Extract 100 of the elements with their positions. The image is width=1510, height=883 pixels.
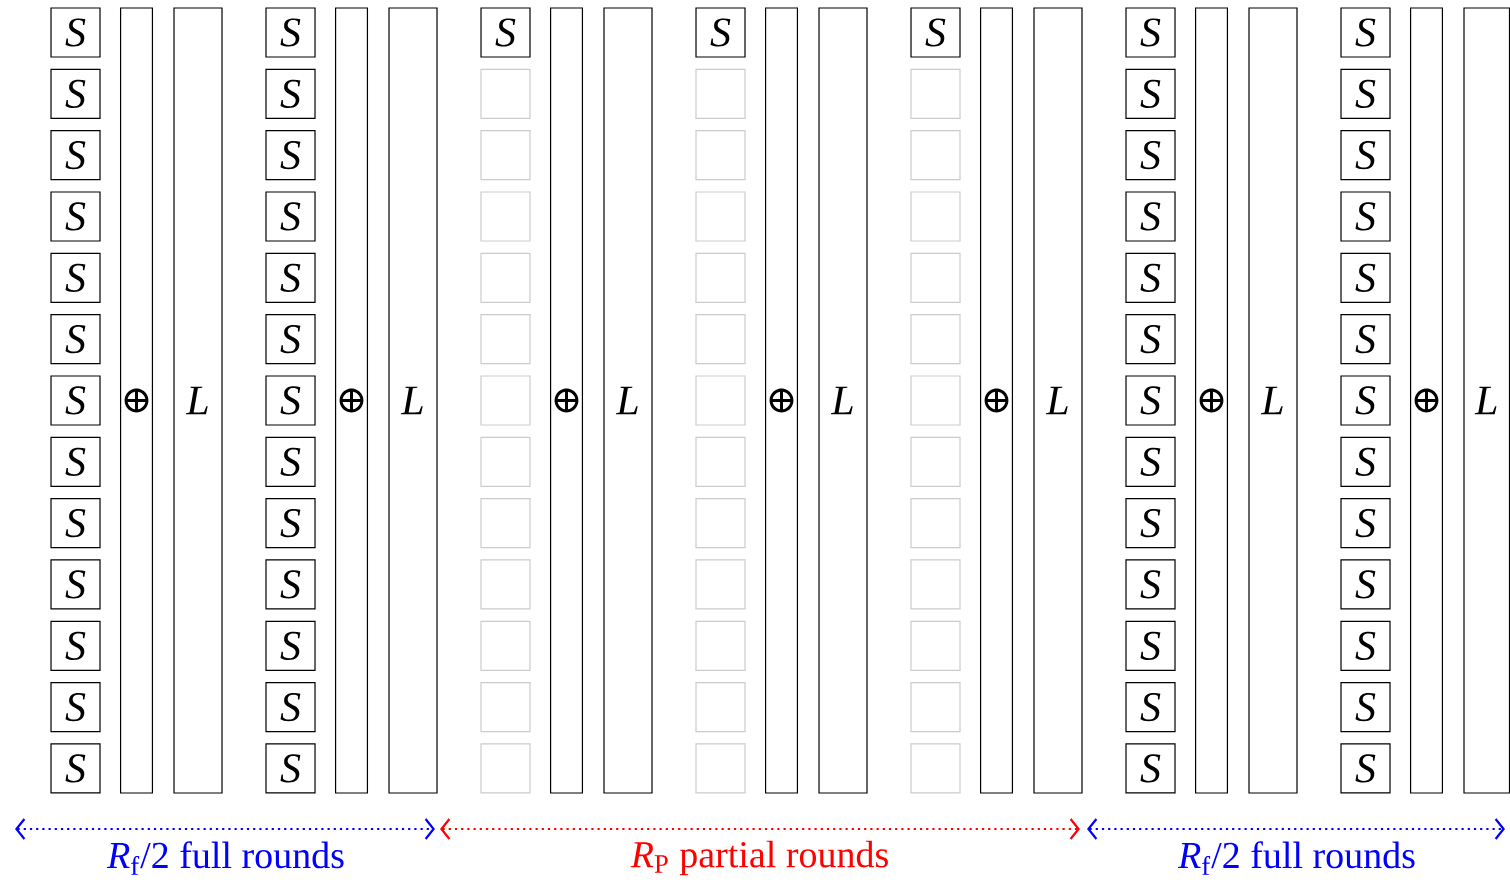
empty-sbox [480,68,531,119]
linear-layer-box: L [1463,7,1510,794]
empty-sbox [695,682,746,733]
sbox: S [695,7,746,58]
sbox: S [1125,498,1176,549]
sbox: S [1340,191,1391,242]
empty-sbox [480,130,531,181]
sbox: S [50,130,101,181]
empty-sbox [695,191,746,242]
empty-sbox [910,620,961,671]
sbox: S [910,7,961,58]
sbox: S [1125,130,1176,181]
empty-sbox [480,498,531,549]
empty-sbox [695,620,746,671]
empty-sbox [480,314,531,365]
xor-column: ⊕ [980,7,1014,794]
sbox: S [50,682,101,733]
xor-column: ⊕ [1410,7,1443,794]
sbox: S [265,436,316,487]
xor-column: ⊕ [550,7,584,794]
sbox: S [1125,375,1176,426]
sbox: S [265,620,316,671]
sbox: S [50,436,101,487]
empty-sbox [480,559,531,610]
sbox: S [265,682,316,733]
sbox: S [265,7,316,58]
sbox: S [1340,559,1391,610]
sbox: S [265,68,316,119]
empty-sbox [910,743,961,794]
sbox: S [50,375,101,426]
xor-column: ⊕ [120,7,154,794]
empty-sbox [910,252,961,303]
sbox: S [1125,314,1176,365]
empty-sbox [695,314,746,365]
sbox: S [265,375,316,426]
sbox: S [50,559,101,610]
sbox: S [1340,68,1391,119]
empty-sbox [480,436,531,487]
sbox: S [1340,130,1391,181]
empty-sbox [910,68,961,119]
sbox: S [50,620,101,671]
sbox: S [1340,743,1391,794]
sbox: S [1125,7,1176,58]
sbox: S [480,7,531,58]
empty-sbox [695,68,746,119]
sbox: S [1340,620,1391,671]
linear-layer-box: L [818,7,868,794]
sbox: S [1340,375,1391,426]
sbox: S [265,191,316,242]
empty-sbox [695,375,746,426]
empty-sbox [480,375,531,426]
sbox: S [1340,252,1391,303]
sbox: S [50,743,101,794]
range-label: R$_{f}$/2 full rounds [106,841,344,875]
sbox: S [1340,314,1391,365]
empty-sbox [910,314,961,365]
sbox: S [50,252,101,303]
sbox: S [265,130,316,181]
sbox: S [1125,743,1176,794]
linear-layer-box: L [1033,7,1083,794]
linear-layer-box: L [603,7,653,794]
sbox: S [265,498,316,549]
empty-sbox [480,682,531,733]
empty-sbox [695,130,746,181]
xor-column: ⊕ [335,7,369,794]
sbox: S [1125,191,1176,242]
sbox: S [1340,682,1391,733]
sbox: S [1125,559,1176,610]
sbox: S [1125,68,1176,119]
empty-sbox [695,436,746,487]
empty-sbox [480,252,531,303]
sbox: S [50,191,101,242]
empty-sbox [910,130,961,181]
empty-sbox [695,498,746,549]
range-label: R$_{f}$/2 full rounds [1177,841,1415,875]
empty-sbox [695,252,746,303]
linear-layer-box: L [173,7,223,794]
range-label: R$_{P}$ partial rounds [630,840,888,876]
empty-sbox [910,191,961,242]
empty-sbox [480,191,531,242]
empty-sbox [910,682,961,733]
linear-layer-box: L [388,7,438,794]
empty-sbox [910,498,961,549]
sbox: S [50,7,101,58]
sbox: S [1125,252,1176,303]
sbox: S [265,743,316,794]
empty-sbox [695,559,746,610]
sbox: S [265,314,316,365]
linear-layer-box: L [1248,7,1298,794]
sbox: S [50,498,101,549]
xor-column: ⊕ [765,7,799,794]
empty-sbox [910,375,961,426]
empty-sbox [480,743,531,794]
sbox: S [50,68,101,119]
sbox: S [50,314,101,365]
empty-sbox [480,620,531,671]
sbox: S [1340,7,1391,58]
empty-sbox [910,436,961,487]
empty-sbox [910,559,961,610]
sbox: S [1340,498,1391,549]
